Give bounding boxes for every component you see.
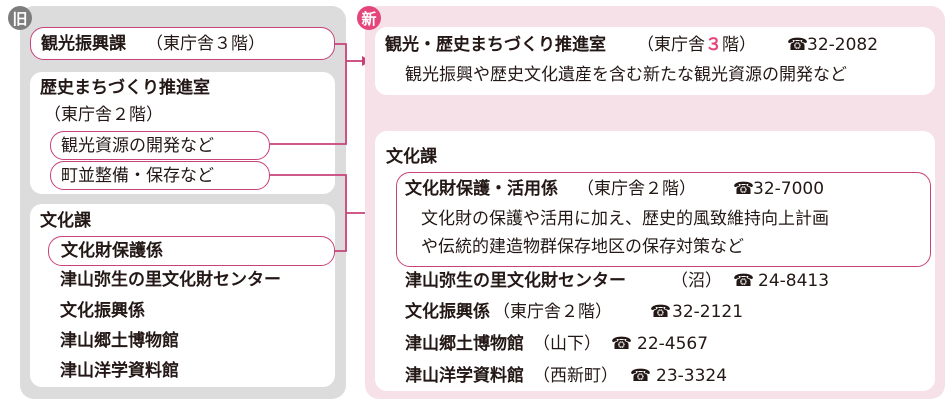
phone-icon: ☎ bbox=[733, 179, 755, 199]
new-culture-item-location: （東庁舎２階） bbox=[493, 302, 612, 322]
new-heritage-section-phone: 32-7000 bbox=[753, 179, 825, 199]
new-culture-item-name: 津山弥生の里文化財センター bbox=[405, 271, 626, 291]
new-heritage-section-location: （東庁舎２階） bbox=[577, 179, 696, 199]
new-office-location: （東庁舎３階） bbox=[637, 37, 756, 54]
old-duty-tourism-resources: 観光資源の開発など bbox=[50, 131, 270, 160]
old-culture-division-card: 文化課 津山弥生の里文化財センター 文化振興係 津山郷土博物館 津山洋学資料館 bbox=[30, 204, 335, 387]
old-culture-item: 津山洋学資料館 bbox=[60, 361, 179, 381]
old-duty-townscape: 町並整備・保存など bbox=[50, 161, 270, 190]
phone-icon: ☎ bbox=[630, 366, 652, 386]
old-culture-item: 津山弥生の里文化財センター bbox=[60, 270, 281, 290]
old-tourism-section-box: 観光振興課 （東庁舎３階） bbox=[30, 27, 335, 60]
old-tourism-section-name: 観光振興課 bbox=[41, 34, 126, 54]
new-culture-item-name: 文化振興係 bbox=[405, 302, 490, 322]
new-culture-item-phone: 32-2121 bbox=[672, 302, 744, 322]
location-text: 階） bbox=[722, 35, 756, 55]
old-heritage-protection-name: 文化財保護係 bbox=[61, 241, 163, 261]
new-culture-item-phone: 22-4567 bbox=[637, 334, 709, 354]
old-heritage-protection-section: 文化財保護係 bbox=[48, 236, 335, 266]
new-office-description: 観光振興や歴史文化遺産を含む新たな観光資源の開発など bbox=[405, 65, 847, 85]
old-history-office-name: 歴史まちづくり推進室 bbox=[40, 78, 210, 98]
new-culture-item-name: 津山洋学資料館 bbox=[405, 366, 524, 386]
location-text: （東庁舎 bbox=[637, 35, 705, 55]
old-tourism-section-location: （東庁舎３階） bbox=[146, 34, 265, 54]
new-culture-division-name: 文化課 bbox=[386, 147, 437, 167]
new-tourism-history-office-card: 観光・歴史まちづくり推進室 （東庁舎３階） ☎ 32-2082 観光振興や歴史文… bbox=[375, 27, 935, 95]
new-office-phone: 32-2082 bbox=[807, 35, 879, 55]
old-history-office-location: （東庁舎２階） bbox=[44, 105, 163, 125]
new-culture-item-phone: 24-8413 bbox=[758, 271, 830, 291]
old-duty-label: 観光資源の開発など bbox=[61, 136, 214, 156]
new-badge: 新 bbox=[357, 6, 381, 30]
new-culture-item-location: （山下） bbox=[533, 334, 601, 354]
tourism-to-new-office-line bbox=[270, 43, 347, 145]
new-culture-item-location: （西新町） bbox=[533, 366, 618, 386]
old-culture-item: 文化振興係 bbox=[60, 301, 145, 321]
new-heritage-section-box: 文化財保護・活用係 （東庁舎２階） ☎ 32-7000 文化財の保護や活用に加え… bbox=[396, 172, 931, 267]
phone-icon: ☎ bbox=[650, 302, 672, 322]
new-heritage-description-line1: 文化財の保護や活用に加え、歴史的風致維持向上計画 bbox=[421, 209, 829, 229]
new-heritage-section-name: 文化財保護・活用係 bbox=[405, 179, 558, 199]
location-floor-highlight: ３ bbox=[705, 35, 722, 55]
townscape-to-culture-line bbox=[270, 174, 347, 252]
phone-icon: ☎ bbox=[787, 35, 809, 55]
phone-icon: ☎ bbox=[733, 271, 755, 291]
phone-icon: ☎ bbox=[611, 334, 633, 354]
old-culture-item: 津山郷土博物館 bbox=[60, 331, 179, 351]
old-duty-label: 町並整備・保存など bbox=[61, 166, 214, 186]
new-office-name: 観光・歴史まちづくり推進室 bbox=[385, 35, 606, 55]
new-culture-item-phone: 23-3324 bbox=[656, 366, 728, 386]
new-culture-item-name: 津山郷土博物館 bbox=[405, 334, 524, 354]
old-badge: 旧 bbox=[8, 6, 32, 30]
old-culture-division-name: 文化課 bbox=[40, 211, 91, 231]
new-heritage-description-line2: や伝統的建造物群保存地区の保存対策など bbox=[421, 237, 744, 257]
new-culture-item-location: （沼） bbox=[671, 271, 722, 291]
